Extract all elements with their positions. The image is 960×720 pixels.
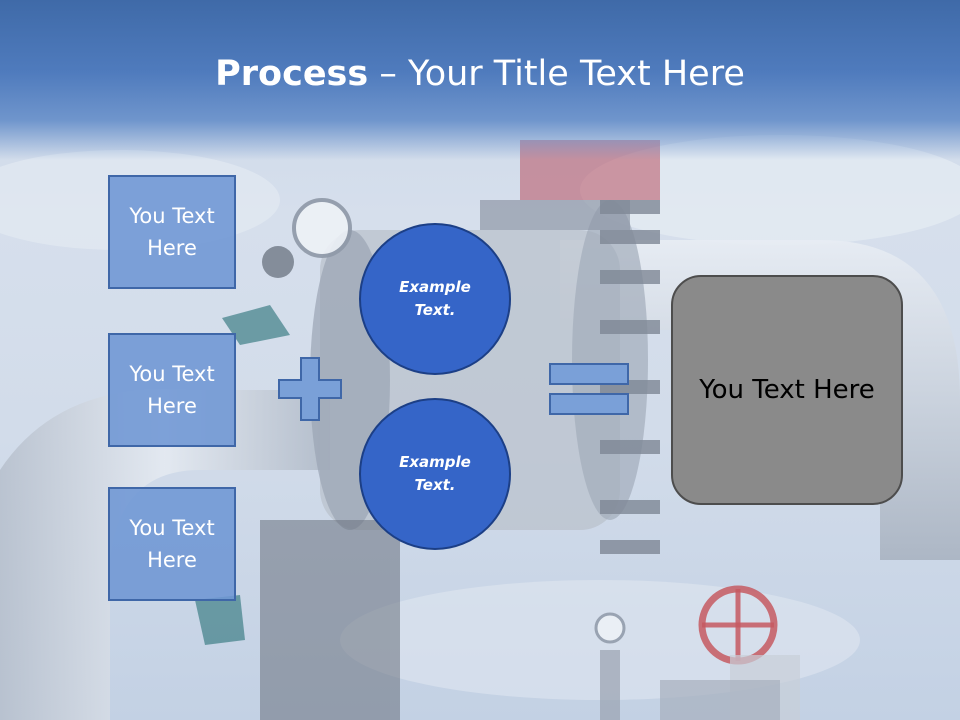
input-box-3[interactable]: You Text Here [108,487,236,601]
example-circle-1-label: Example Text. [399,278,471,319]
slide-title: Process – Your Title Text Here [0,52,960,96]
input-box-2[interactable]: You Text Here [108,333,236,447]
input-box-3-label: You Text Here [129,516,215,572]
equals-icon [549,363,629,415]
input-box-1-label: You Text Here [129,204,215,260]
title-bold: Process [215,54,369,94]
header-band [0,0,960,160]
input-box-2-label: You Text Here [129,362,215,418]
example-circle-2-label: Example Text. [399,453,471,494]
example-circle-2[interactable]: Example Text. [359,398,511,550]
result-box-label: You Text Here [699,375,875,405]
plus-icon [278,357,342,421]
example-circle-1[interactable]: Example Text. [359,223,511,375]
result-box[interactable]: You Text Here [671,275,903,505]
input-box-1[interactable]: You Text Here [108,175,236,289]
title-rest: – Your Title Text Here [368,54,745,94]
